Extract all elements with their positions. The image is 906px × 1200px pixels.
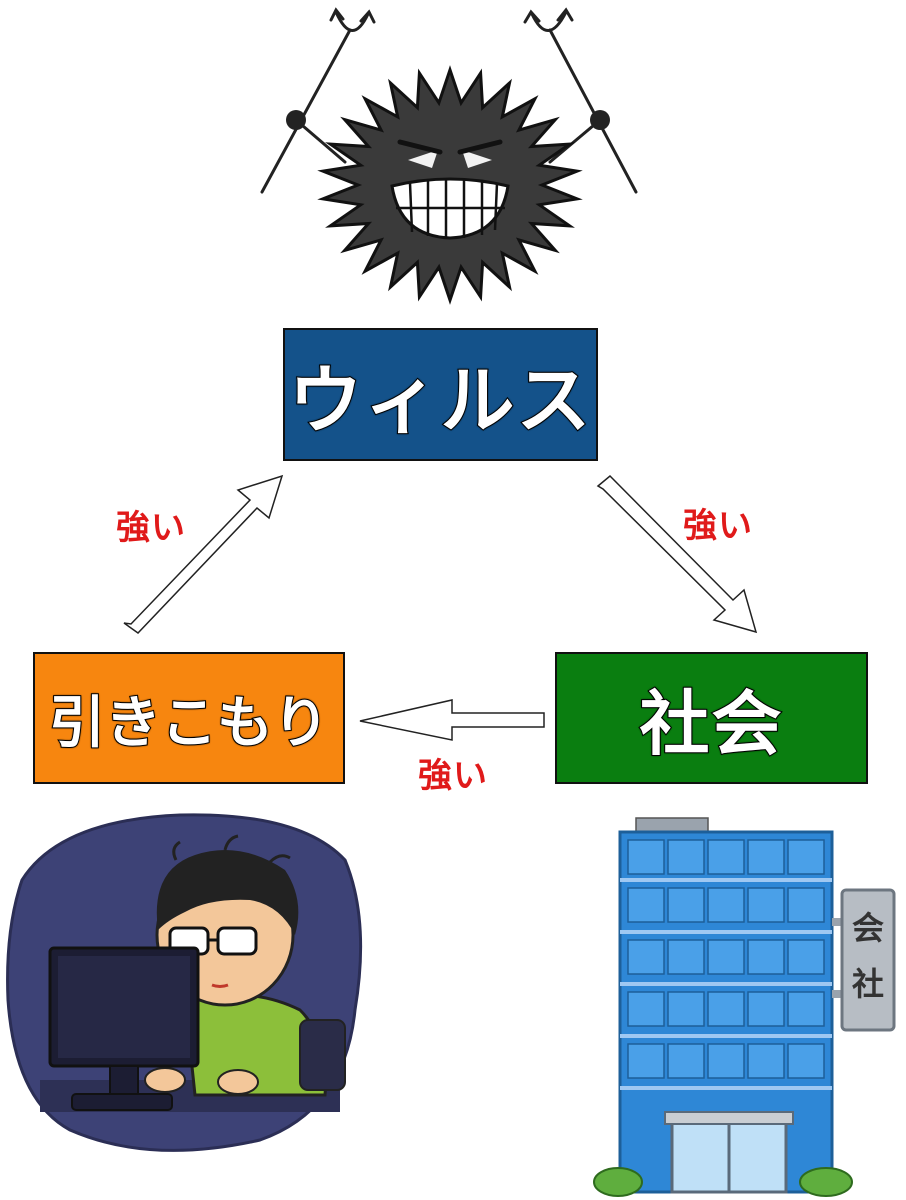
building-window (787, 839, 825, 875)
building-window (667, 839, 705, 875)
building-window (707, 991, 745, 1027)
building-window (747, 839, 785, 875)
node-virus: ウィルス (283, 328, 598, 461)
building-window (747, 1043, 785, 1079)
building-window (627, 991, 665, 1027)
building-window (747, 887, 785, 923)
building-window (787, 939, 825, 975)
arrow-society-to-shut-in (359, 699, 545, 741)
building-window (627, 1043, 665, 1079)
node-shut-in: 引きこもり (33, 652, 345, 784)
building-window (627, 839, 665, 875)
building-sign: 会 社 (842, 900, 894, 1012)
building-window (667, 887, 705, 923)
building-window (667, 1043, 705, 1079)
building-window (787, 991, 825, 1027)
building-sign-char-1: 会 (851, 909, 884, 947)
building-window (667, 991, 705, 1027)
building-window (627, 887, 665, 923)
office-building-illustration (593, 817, 896, 1197)
arrow-virus-to-society (596, 474, 758, 634)
building-window (667, 939, 705, 975)
building-window (707, 1043, 745, 1079)
edge-label-society-to-shut-in: 強い (418, 756, 488, 796)
building-window (747, 991, 785, 1027)
building-window (707, 839, 745, 875)
edge-label-shut-in-to-virus: 強い (116, 508, 186, 548)
building-sign-char-2: 社 (851, 965, 884, 1003)
node-society: 社会 (555, 652, 868, 784)
edge-label-virus-to-society: 強い (683, 506, 753, 546)
building-window (747, 939, 785, 975)
building-window (787, 1043, 825, 1079)
building-window (787, 887, 825, 923)
building-window (627, 939, 665, 975)
arrow-shut-in-to-virus (123, 474, 284, 634)
shut-in-person-at-computer-illustration (6, 813, 363, 1152)
building-window (707, 939, 745, 975)
building-window (707, 887, 745, 923)
virus-illustration (260, 7, 638, 305)
